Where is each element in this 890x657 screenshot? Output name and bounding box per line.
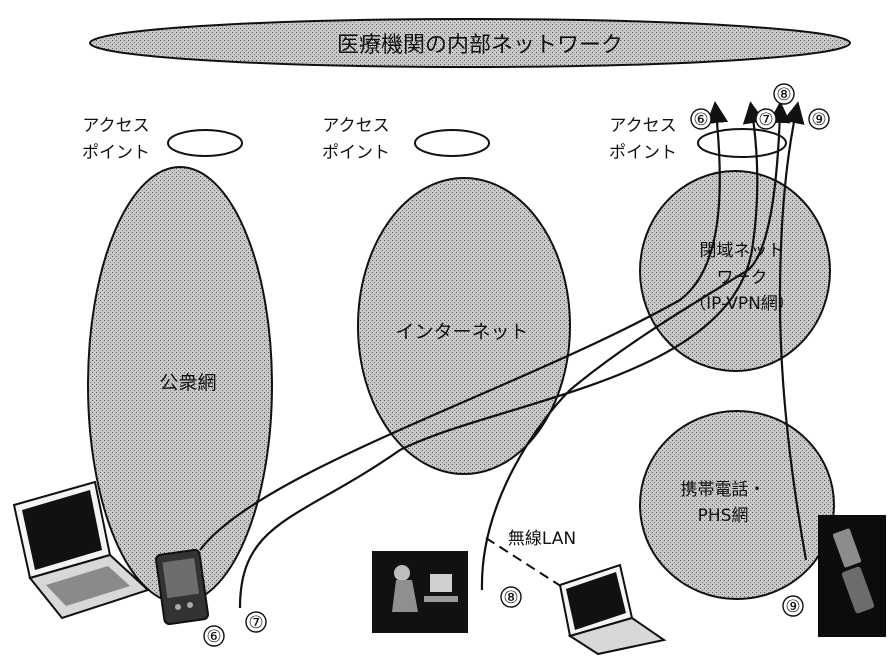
pda-icon — [154, 548, 210, 626]
route-7-bottom-circle — [245, 611, 267, 633]
route-6-top-circle — [690, 108, 712, 130]
internet-label: インターネット — [395, 321, 528, 343]
route-9-path — [778, 101, 808, 561]
access-point-ring-1 — [167, 129, 243, 157]
access-point-label-2a: アクセス — [322, 116, 389, 136]
wireless-lan-label: 無線LAN — [508, 529, 576, 549]
access-point-label-3a: アクセス — [609, 116, 676, 136]
route-9-top-label: ⑨ — [811, 110, 826, 130]
person-at-computer-icon — [372, 551, 468, 633]
access-point-label-2b: ポイント — [322, 143, 390, 163]
internal-network-ellipse — [89, 18, 851, 68]
route-6-top-label: ⑥ — [693, 110, 708, 130]
route-9-top-circle — [808, 108, 830, 130]
closed-network-label-2: ワーク — [717, 268, 768, 288]
laptop-icon-left — [12, 480, 150, 620]
public-network-label: 公衆網 — [159, 372, 216, 394]
access-point-ring-3 — [697, 128, 787, 158]
route-6-bottom-circle — [203, 625, 225, 647]
route-7-path — [238, 101, 765, 609]
mobile-phone-icon — [818, 515, 886, 637]
access-point-label-1b: ポイント — [82, 143, 150, 163]
route-6-path — [199, 101, 729, 551]
internet-ellipse — [357, 177, 571, 475]
internal-network-label: 医療機関の内部ネットワーク — [337, 33, 623, 58]
route-8-path — [480, 101, 791, 591]
access-point-label-3b: ポイント — [609, 143, 677, 163]
route-8-top-circle — [773, 83, 795, 105]
route-9-bottom-circle — [782, 595, 804, 617]
route-7-top-circle — [755, 108, 777, 130]
mobile-network-ellipse — [639, 410, 835, 600]
wireless-link-line — [485, 537, 571, 593]
laptop-icon-wireless — [558, 563, 667, 656]
closed-network-label-3: （IP-VPN網） — [689, 294, 795, 314]
route-8-bottom-label: ⑧ — [503, 588, 518, 608]
route-7-top-label: ⑦ — [758, 110, 773, 130]
route-8-bottom-circle — [500, 586, 522, 608]
route-7-bottom-label: ⑦ — [248, 613, 263, 633]
access-point-label-1a: アクセス — [82, 116, 149, 136]
access-point-ring-2 — [414, 129, 490, 157]
route-9-bottom-label: ⑨ — [785, 597, 800, 617]
route-8-top-label: ⑧ — [776, 85, 791, 105]
mobile-network-label-2: PHS網 — [698, 506, 749, 526]
route-6-bottom-label: ⑥ — [206, 627, 221, 647]
mobile-network-label-1: 携帯電話・ — [681, 480, 766, 500]
